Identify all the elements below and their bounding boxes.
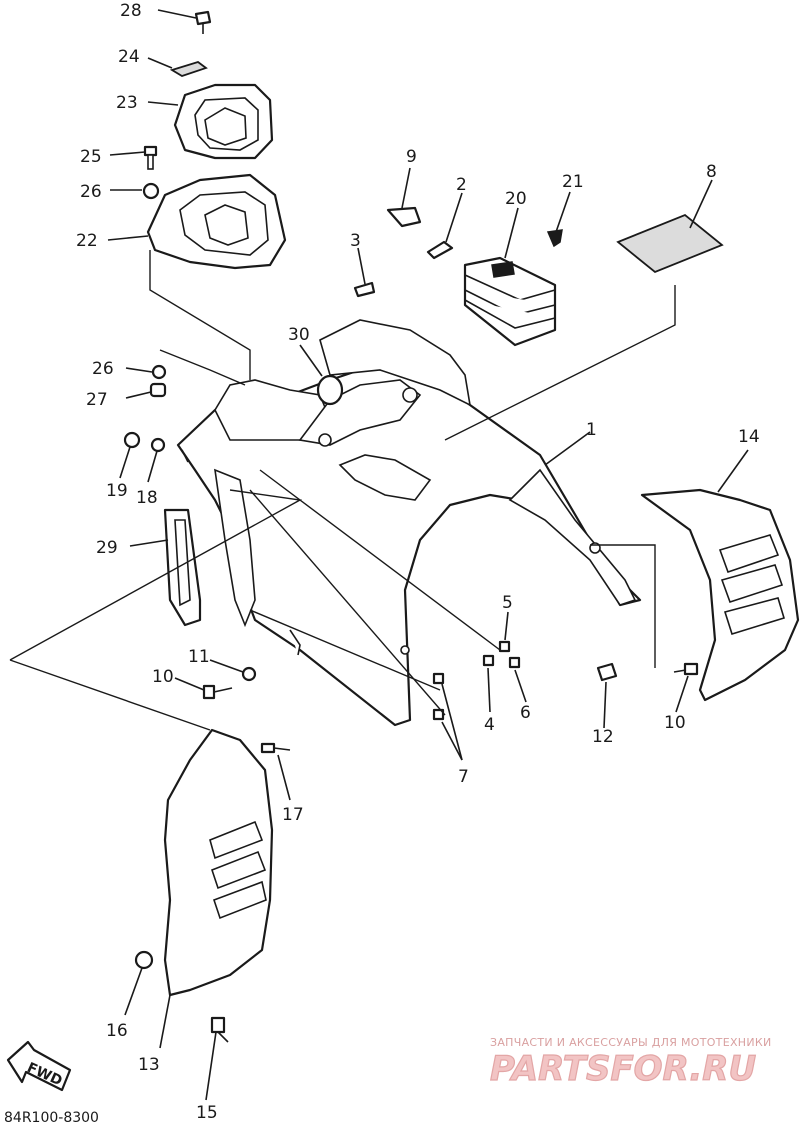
callout-15: 15 <box>196 1103 218 1123</box>
nut-part-26-upper <box>142 182 160 200</box>
callout-21: 21 <box>562 172 584 192</box>
callout-26-lower: 26 <box>92 359 114 379</box>
screw-part-21 <box>546 229 563 248</box>
bolt-part-10-left <box>202 684 233 700</box>
forward-direction-arrow: FWD <box>6 1040 72 1092</box>
side-cover-part-13 <box>163 728 274 997</box>
callout-17: 17 <box>282 805 304 825</box>
diagram-part-code: 84R100-8300 <box>4 1110 99 1126</box>
callout-10-left: 10 <box>152 667 174 687</box>
clip-part-7-lower <box>432 708 445 721</box>
callout-7: 7 <box>458 767 469 787</box>
callout-labels: 28 24 23 25 26 22 9 2 3 20 21 8 30 26 27… <box>76 1 760 1123</box>
callout-28: 28 <box>120 1 142 21</box>
callout-12: 12 <box>592 727 614 747</box>
nut-part-12 <box>596 662 618 682</box>
callout-2: 2 <box>456 175 467 195</box>
bolt-part-10-right <box>673 662 699 676</box>
bezel-part-23 <box>173 83 274 160</box>
watermark: ЗАПЧАСТИ И АКСЕССУАРЫ ДЛЯ МОТОТЕХНИКИ PA… <box>489 1036 772 1090</box>
clip-part-4 <box>482 654 495 667</box>
side-cover-part-14 <box>640 488 800 702</box>
bolt-part-25 <box>143 145 158 170</box>
callout-20: 20 <box>505 189 527 209</box>
front-fender-part-1 <box>176 319 642 727</box>
plate-part-24 <box>169 61 208 77</box>
callout-3: 3 <box>350 231 361 251</box>
collar-part-27 <box>149 382 167 398</box>
callout-6: 6 <box>520 703 531 723</box>
watermark-brand: PARTSFOR.RU <box>490 1049 756 1089</box>
callout-25: 25 <box>80 147 102 167</box>
callout-16: 16 <box>106 1021 128 1041</box>
clip-part-7-upper <box>432 672 445 685</box>
clip-part-5 <box>498 640 511 653</box>
clip-part-6 <box>508 656 521 669</box>
bolt-part-15 <box>210 1016 229 1043</box>
callout-13: 13 <box>138 1055 160 1075</box>
callout-23: 23 <box>116 93 138 113</box>
callout-9: 9 <box>406 147 417 167</box>
pad-part-2 <box>426 240 454 260</box>
pad-part-3 <box>353 281 376 298</box>
pad-part-9 <box>386 206 422 228</box>
leader-lines <box>107 9 749 1101</box>
callout-10-right: 10 <box>664 713 686 733</box>
callout-4: 4 <box>484 715 495 735</box>
assembly-lines <box>9 250 676 731</box>
callout-1: 1 <box>586 420 597 440</box>
callout-27: 27 <box>86 390 108 410</box>
washer-part-18 <box>150 437 166 453</box>
callout-14: 14 <box>738 427 760 447</box>
bracket-part-29 <box>163 508 202 627</box>
callout-30: 30 <box>288 325 310 345</box>
callout-26-upper: 26 <box>80 182 102 202</box>
nut-part-19 <box>123 431 141 449</box>
callout-19: 19 <box>106 481 128 501</box>
callout-5: 5 <box>502 593 513 613</box>
sheet-part-8 <box>616 213 724 274</box>
callout-22: 22 <box>76 231 98 251</box>
bolt-part-17 <box>260 742 291 754</box>
callout-11: 11 <box>188 647 210 667</box>
bezel-part-22 <box>146 173 287 270</box>
cap-part-30 <box>316 374 344 406</box>
screw-part-28 <box>194 10 212 34</box>
callout-18: 18 <box>136 488 158 508</box>
callout-8: 8 <box>706 162 717 182</box>
watermark-tagline: ЗАПЧАСТИ И АКСЕССУАРЫ ДЛЯ МОТОТЕХНИКИ <box>490 1036 772 1049</box>
callout-29: 29 <box>96 538 118 558</box>
nut-part-26-lower <box>151 364 167 380</box>
box-part-20 <box>463 256 557 347</box>
callout-24: 24 <box>118 47 140 67</box>
washer-part-11 <box>241 666 257 682</box>
cap-part-16 <box>134 950 154 970</box>
